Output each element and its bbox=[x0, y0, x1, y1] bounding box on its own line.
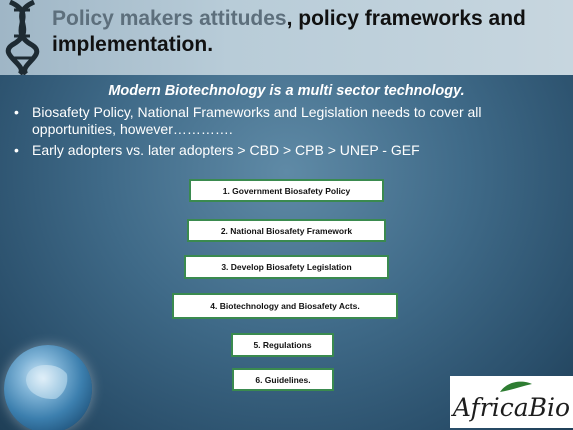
title-band bbox=[0, 0, 573, 75]
step-box-5: 5. Regulations bbox=[231, 333, 334, 357]
step-box-3: 3. Develop Biosafety Legislation bbox=[184, 255, 389, 279]
bullet-marker: • bbox=[14, 142, 19, 158]
globe-landmass bbox=[26, 365, 70, 399]
slide-title: Policy makers attitudes, policy framewor… bbox=[52, 6, 567, 58]
globe-icon bbox=[4, 345, 92, 430]
title-period: . bbox=[207, 33, 214, 56]
step-box-4: 4. Biotechnology and Biosafety Acts. bbox=[172, 293, 398, 319]
bullet-list: • Biosafety Policy, National Frameworks … bbox=[14, 104, 564, 163]
dna-helix-icon bbox=[5, 0, 40, 75]
title-main: , policy frameworks and implementation bbox=[52, 7, 526, 56]
step-box-1: 1. Government Biosafety Policy bbox=[189, 179, 384, 202]
subheading: Modern Biotechnology is a multi sector t… bbox=[108, 83, 465, 99]
bullet-text: Early adopters vs. later adopters > CBD … bbox=[32, 142, 420, 158]
bullet-text: Biosafety Policy, National Frameworks an… bbox=[32, 104, 482, 137]
africabio-logo: AfricaBio bbox=[450, 376, 573, 428]
bullet-marker: • bbox=[14, 104, 19, 120]
leaf-icon bbox=[500, 381, 532, 392]
step-box-6: 6. Guidelines. bbox=[232, 368, 334, 391]
title-muted: Policy makers attitudes bbox=[52, 7, 287, 30]
bullet-item: • Early adopters vs. later adopters > CB… bbox=[14, 142, 564, 159]
logo-text: AfricaBio bbox=[452, 393, 571, 422]
bullet-item: • Biosafety Policy, National Frameworks … bbox=[14, 104, 564, 138]
step-box-2: 2. National Biosafety Framework bbox=[187, 219, 386, 242]
